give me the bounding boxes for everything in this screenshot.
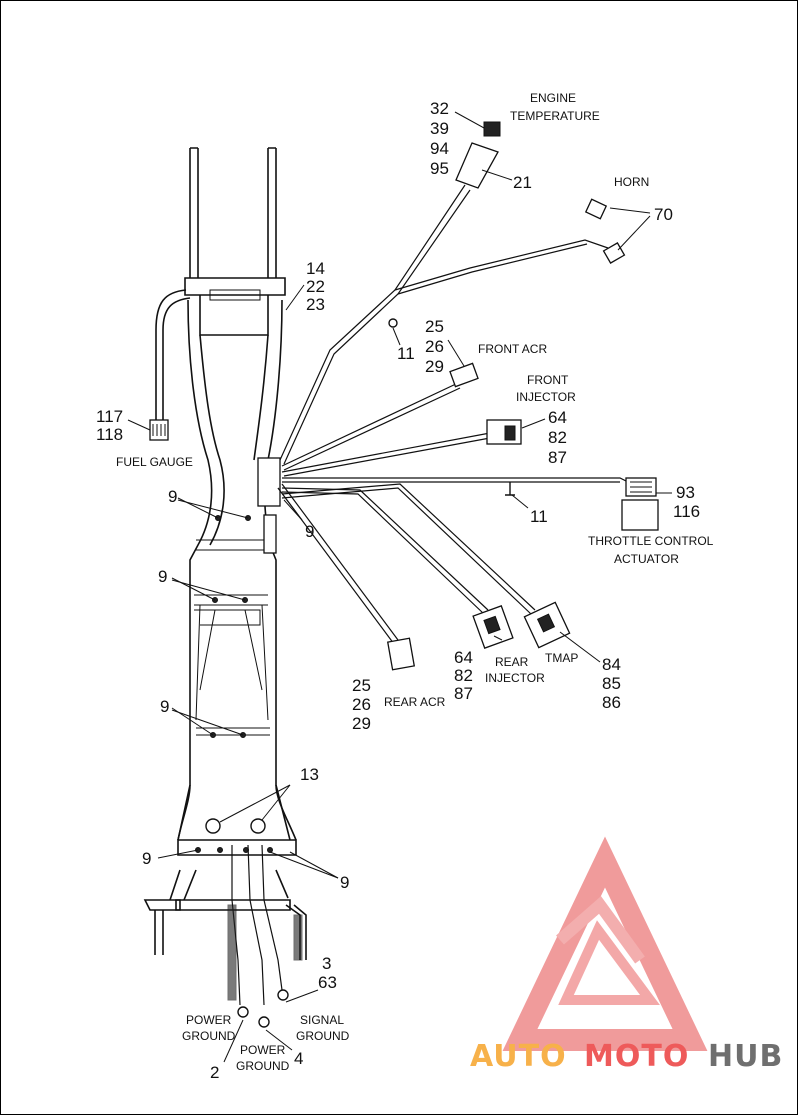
label-engine-temperature-1: ENGINE [530,91,576,105]
callout-117: 117 [96,407,123,426]
callout-86: 86 [602,693,621,712]
label-rear-injector-2: INJECTOR [485,671,545,685]
callout-9-e: 9 [142,849,151,868]
callout-64-rear: 64 [454,648,473,667]
throttle-control-actuator-connector [621,477,659,531]
tmap-connector [523,601,571,649]
callout-70: 70 [654,205,673,224]
label-signal-ground-1: SIGNAL [300,1013,344,1027]
connectors [149,121,659,671]
wordmark-hub: HUB [708,1039,783,1074]
front-acr-connector [449,362,479,388]
engine-temperature-connector [455,121,501,189]
callout-numbers: 32 39 94 95 21 70 14 22 23 11 25 26 29 6… [96,99,700,1082]
automotohub-wordmark: AUTO MOTO HUB [470,1039,783,1074]
label-rear-acr: REAR ACR [384,695,446,709]
callout-22: 22 [306,277,325,296]
callout-82-rear: 82 [454,666,473,685]
callout-63: 63 [318,973,337,992]
callout-39: 39 [430,119,449,138]
callout-64-front: 64 [548,408,567,427]
callout-23: 23 [306,295,325,314]
callout-26-rear: 26 [352,695,371,714]
horn-connector [584,198,626,264]
fuel-gauge-connector [149,419,169,441]
callout-87-front: 87 [548,448,567,467]
leader-lines [127,111,672,1063]
label-power-ground-b-2: GROUND [236,1059,290,1073]
harness-wires [143,184,633,1028]
callout-26-front: 26 [425,337,444,356]
callout-9-d: 9 [160,697,169,716]
callout-2: 2 [210,1063,219,1082]
callout-29-front: 29 [425,357,444,376]
label-throttle-2: ACTUATOR [614,552,679,566]
label-front-acr: FRONT ACR [478,342,547,356]
label-power-ground-a-2: GROUND [182,1029,236,1043]
label-power-ground-a-1: POWER [186,1013,232,1027]
callout-94: 94 [430,139,449,158]
callout-9-c: 9 [158,567,167,586]
automotohub-logo [502,836,708,1051]
label-fuel-gauge: FUEL GAUGE [116,455,193,469]
wordmark-auto: AUTO [470,1039,567,1074]
callout-25-front: 25 [425,317,444,336]
callout-116: 116 [673,502,700,521]
callout-11-upper: 11 [397,344,415,363]
callout-9-b: 9 [305,522,314,541]
callout-11-lower: 11 [530,507,548,526]
callout-118: 118 [96,425,123,444]
callout-87-rear: 87 [454,684,473,703]
callout-85: 85 [602,674,621,693]
callout-93: 93 [676,483,695,502]
label-tmap: TMAP [545,651,578,665]
label-front-injector-1: FRONT [527,373,569,387]
callout-4: 4 [294,1049,303,1068]
rear-injector-connector [472,605,514,649]
callout-13: 13 [300,765,319,784]
wordmark-moto: MOTO [584,1039,689,1074]
front-injector-connector [486,419,522,445]
callout-21: 21 [513,173,532,192]
label-engine-temperature-2: TEMPERATURE [510,109,600,123]
label-throttle-1: THROTTLE CONTROL [588,534,714,548]
label-power-ground-b-1: POWER [240,1043,286,1057]
label-front-injector-2: INJECTOR [516,390,576,404]
chassis-frame [155,147,297,856]
callout-9-f: 9 [340,873,349,892]
callout-3: 3 [322,954,331,973]
rear-acr-connector [386,637,416,671]
callout-14: 14 [306,259,325,278]
label-rear-injector-1: REAR [495,655,529,669]
callout-32: 32 [430,99,449,118]
label-signal-ground-2: GROUND [296,1029,350,1043]
callout-9-a: 9 [168,487,177,506]
label-horn: HORN [614,175,649,189]
component-labels: ENGINE TEMPERATURE HORN FRONT ACR FRONT … [116,91,714,1073]
callout-25-rear: 25 [352,676,371,695]
callout-29-rear: 29 [352,714,371,733]
callout-82-front: 82 [548,428,567,447]
callout-95: 95 [430,159,449,178]
callout-84: 84 [602,655,621,674]
